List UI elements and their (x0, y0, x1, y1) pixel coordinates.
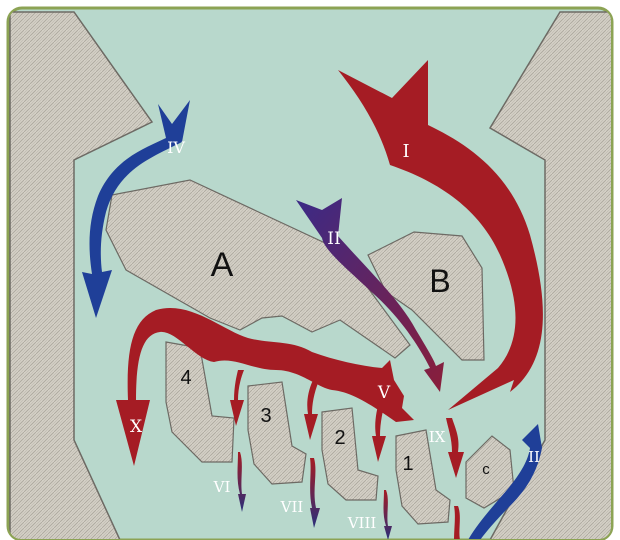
zone-label-1: 1 (402, 453, 413, 475)
flow-label-vii: VII (280, 498, 304, 516)
flow-label-ix: IX (429, 428, 446, 446)
zone-label-3: 3 (260, 405, 271, 427)
flow-label-v: V (377, 383, 391, 403)
zone-label-4: 4 (180, 367, 191, 389)
flow-label-vi: VI (213, 478, 231, 496)
flow-label-i: I (402, 141, 409, 162)
flow-label-viii: VIII (347, 514, 377, 532)
flow-ix-drip (454, 506, 460, 540)
zone-label-2: 2 (334, 427, 345, 449)
zone-label-b: B (429, 263, 450, 299)
flow-label-iv: IV (167, 138, 185, 157)
zone-label-c: c (482, 461, 490, 478)
flow-label-ii-upper: II (327, 229, 340, 249)
flow-label-x: X (130, 417, 143, 437)
zone-label-a: A (211, 246, 234, 284)
flow-label-ii-lower: II (528, 448, 540, 466)
